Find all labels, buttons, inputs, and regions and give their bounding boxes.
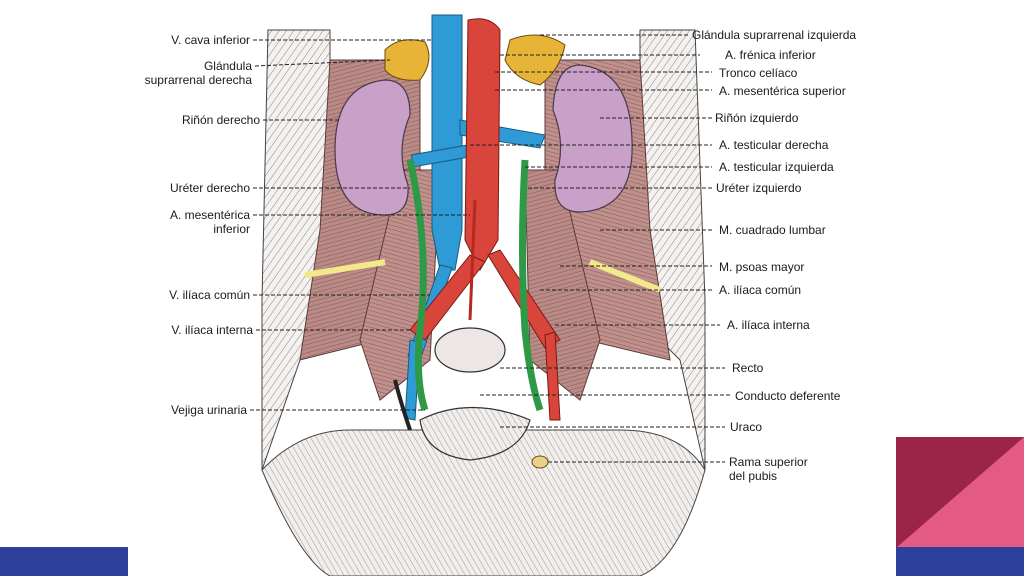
label-vejiga-urinaria: Vejiga urinaria	[170, 403, 247, 417]
label-line: Glándula	[203, 59, 252, 73]
rectum	[434, 327, 506, 373]
aorta	[464, 18, 501, 272]
label-tronco-celiaco: Tronco celíaco	[719, 66, 798, 80]
left-kidney	[552, 64, 633, 213]
label-m-psoas-mayor: M. psoas mayor	[719, 260, 805, 274]
label-v-cava-inferior: V. cava inferior	[171, 33, 250, 47]
label-rinon-izquierdo: Riñón izquierdo	[715, 111, 799, 125]
left-internal-iliac-artery	[544, 331, 561, 421]
label-m-cuadrado-lumbar: M. cuadrado lumbar	[719, 223, 826, 237]
abdominal-wall-right	[639, 29, 706, 471]
pelvic-floor	[261, 429, 706, 576]
label-glandula-suprarrenal-derecha: Glándula suprarrenal derecha	[145, 59, 252, 87]
label-rinon-derecho: Riñón derecho	[181, 113, 260, 127]
label-a-testicular-derecha: A. testicular derecha	[719, 138, 829, 152]
label-line: del pubis	[729, 469, 778, 483]
urinary-bladder	[419, 407, 531, 461]
inferior-vena-cava	[431, 14, 463, 271]
label-rama-superior-del-pubis: Rama superior del pubis	[729, 455, 808, 483]
label-a-mesenterica-inferior: A. mesentérica inferior	[170, 208, 250, 236]
superior-pubic-ramus	[531, 455, 549, 469]
label-line: Rama superior	[729, 455, 808, 469]
label-a-testicular-izquierda: A. testicular izquierda	[719, 160, 834, 174]
label-a-iliaca-interna: A. ilíaca interna	[727, 318, 810, 332]
bottom-left-accent-bar	[0, 547, 128, 576]
label-ureter-derecho: Uréter derecho	[169, 181, 250, 195]
bottom-right-accent-bar	[896, 547, 1024, 576]
label-line: A. mesentérica	[169, 208, 250, 222]
bottom-right-accent-block	[896, 437, 1024, 548]
right-kidney	[334, 79, 411, 216]
label-ureter-izquierdo: Uréter izquierdo	[716, 181, 802, 195]
label-line: inferior	[213, 222, 250, 236]
label-a-frenica-inferior: A. frénica inferior	[725, 48, 816, 62]
label-a-iliaca-comun: A. ilíaca común	[719, 283, 802, 297]
label-line: suprarrenal derecha	[144, 73, 252, 87]
label-conducto-deferente: Conducto deferente	[735, 389, 841, 403]
right-ureter	[406, 159, 429, 412]
label-v-iliaca-interna: V. ilíaca interna	[171, 323, 253, 337]
right-common-iliac-artery	[409, 254, 486, 341]
label-a-mesenterica-superior: A. mesentérica superior	[719, 84, 846, 98]
label-v-iliaca-comun: V. ilíaca común	[169, 288, 250, 302]
label-recto: Recto	[732, 361, 764, 375]
right-adrenal	[384, 39, 430, 81]
left-ureter	[519, 159, 544, 412]
label-uraco: Uraco	[730, 420, 763, 434]
label-glandula-suprarrenal-izquierda: Glándula suprarrenal izquierda	[692, 28, 857, 42]
left-adrenal	[504, 34, 566, 86]
